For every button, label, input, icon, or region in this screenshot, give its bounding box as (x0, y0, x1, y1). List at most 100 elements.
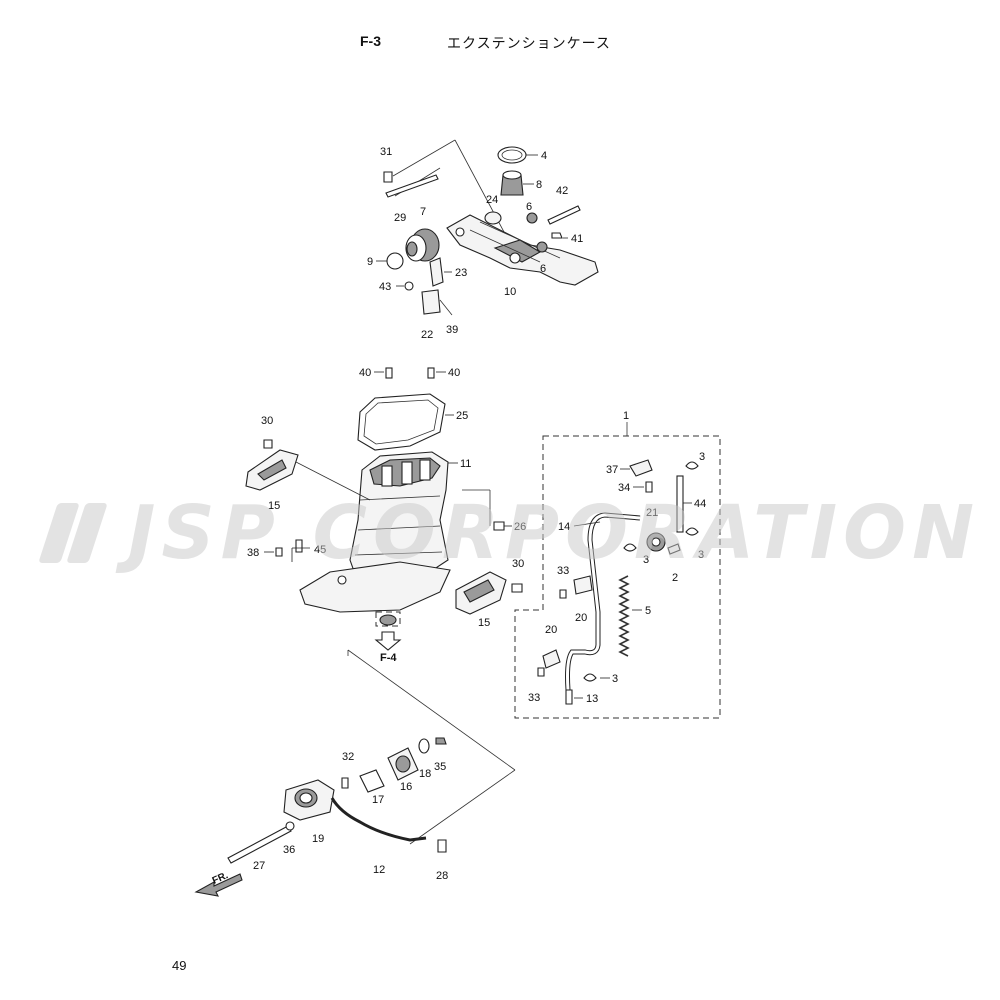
callout-25: 25 (456, 410, 468, 422)
callout-3-d: 3 (612, 673, 618, 685)
callout-30-right: 30 (512, 558, 524, 570)
screw-38 (275, 547, 283, 557)
plate-23 (429, 257, 444, 287)
callout-10: 10 (504, 286, 516, 298)
bolt-28 (437, 839, 447, 853)
callout-15-left: 15 (268, 500, 280, 512)
callout-19: 19 (312, 833, 324, 845)
callout-2: 2 (672, 572, 678, 584)
screw-45 (295, 539, 303, 553)
callout-5: 5 (645, 605, 651, 617)
callout-1: 1 (623, 410, 629, 422)
callout-29: 29 (394, 212, 406, 224)
callout-6-lower: 6 (540, 263, 546, 275)
callout-11: 11 (460, 458, 471, 470)
washer-6-lower (536, 241, 548, 253)
callout-30-left: 30 (261, 415, 273, 427)
callout-31: 31 (380, 146, 392, 158)
extension-case-assembly (245, 367, 523, 651)
clamp-9 (386, 252, 404, 270)
washer-6-upper (526, 212, 538, 224)
bolt-29 (385, 174, 439, 198)
front-direction-arrow (194, 873, 243, 897)
upper-bracket-assembly (383, 139, 599, 316)
callout-42: 42 (556, 185, 568, 197)
water-tube-14 (565, 512, 641, 691)
callout-12: 12 (373, 864, 385, 876)
f4-arrow (374, 631, 402, 651)
clip-3-d (583, 673, 597, 682)
bracket-20-lower (542, 649, 561, 669)
figure-code: F-3 (360, 33, 381, 49)
callout-3-a: 3 (699, 451, 705, 463)
nut-41 (551, 232, 563, 239)
callout-3-c: 3 (643, 554, 649, 566)
callout-7: 7 (420, 206, 426, 218)
callout-26: 26 (514, 521, 526, 533)
callout-27: 27 (253, 860, 265, 872)
callout-23: 23 (455, 267, 467, 279)
kit-boundary (514, 435, 721, 719)
water-tube-kit-1 (514, 422, 721, 719)
callout-21: 21 (646, 507, 658, 519)
lower-mount-assembly (194, 649, 516, 897)
bolt-27 (227, 825, 292, 864)
callout-4: 4 (541, 150, 547, 162)
callout-44: 44 (694, 498, 706, 510)
callout-9: 9 (367, 256, 373, 268)
bolt-42 (547, 205, 581, 225)
screw-33-upper (559, 589, 567, 599)
cap-24 (484, 211, 502, 225)
washer-18 (418, 738, 430, 754)
callout-43: 43 (379, 281, 391, 293)
callout-16: 16 (400, 781, 412, 793)
clip-3-b (685, 527, 699, 536)
callout-labels: 4 8 42 24 6 31 29 7 41 6 9 23 10 43 22 3… (211, 146, 707, 887)
dowel-pin-40-right (427, 367, 435, 379)
bolt-30-left (263, 439, 273, 449)
callout-14: 14 (558, 521, 570, 533)
washer-36 (285, 821, 295, 831)
bolt-32 (341, 777, 349, 789)
bolt-30-right (511, 583, 523, 593)
f4-boundary (375, 611, 401, 627)
callout-28: 28 (436, 870, 448, 882)
callout-24: 24 (486, 194, 498, 206)
pipe-44 (676, 475, 684, 533)
screw-13 (565, 689, 573, 705)
callout-33-upper: 33 (557, 565, 569, 577)
callout-37: 37 (606, 464, 618, 476)
anti-cavitation-plate (299, 561, 451, 613)
callout-20-upper: 20 (575, 612, 587, 624)
callout-6-upper: 6 (526, 201, 532, 213)
ground-cable-12 (330, 797, 427, 842)
callout-36: 36 (283, 844, 295, 856)
callout-39: 39 (446, 324, 458, 336)
sleeve-17 (359, 769, 385, 793)
callout-3-b: 3 (698, 549, 704, 561)
clip-3-c (623, 543, 637, 552)
screw-33-lower (537, 667, 545, 677)
callout-40-left: 40 (359, 367, 371, 379)
callout-40-right: 40 (448, 367, 460, 379)
pin-39 (439, 299, 453, 316)
screw-34 (645, 481, 653, 493)
bolt-26 (493, 521, 505, 531)
clip-3-a (685, 461, 699, 470)
bracket-20-upper (573, 575, 593, 595)
callout-45: 45 (314, 544, 326, 556)
callout-15-right: 15 (478, 617, 490, 629)
callout-8: 8 (536, 179, 542, 191)
callout-20-lower: 20 (545, 624, 557, 636)
callout-32: 32 (342, 751, 354, 763)
callout-38: 38 (247, 547, 259, 559)
clip-37 (629, 459, 653, 477)
callout-41: 41 (571, 233, 583, 245)
callout-34: 34 (618, 482, 630, 494)
spring-5 (618, 575, 630, 657)
screw-43 (404, 281, 414, 291)
callout-33-lower: 33 (528, 692, 540, 704)
fitting-2 (667, 543, 681, 555)
